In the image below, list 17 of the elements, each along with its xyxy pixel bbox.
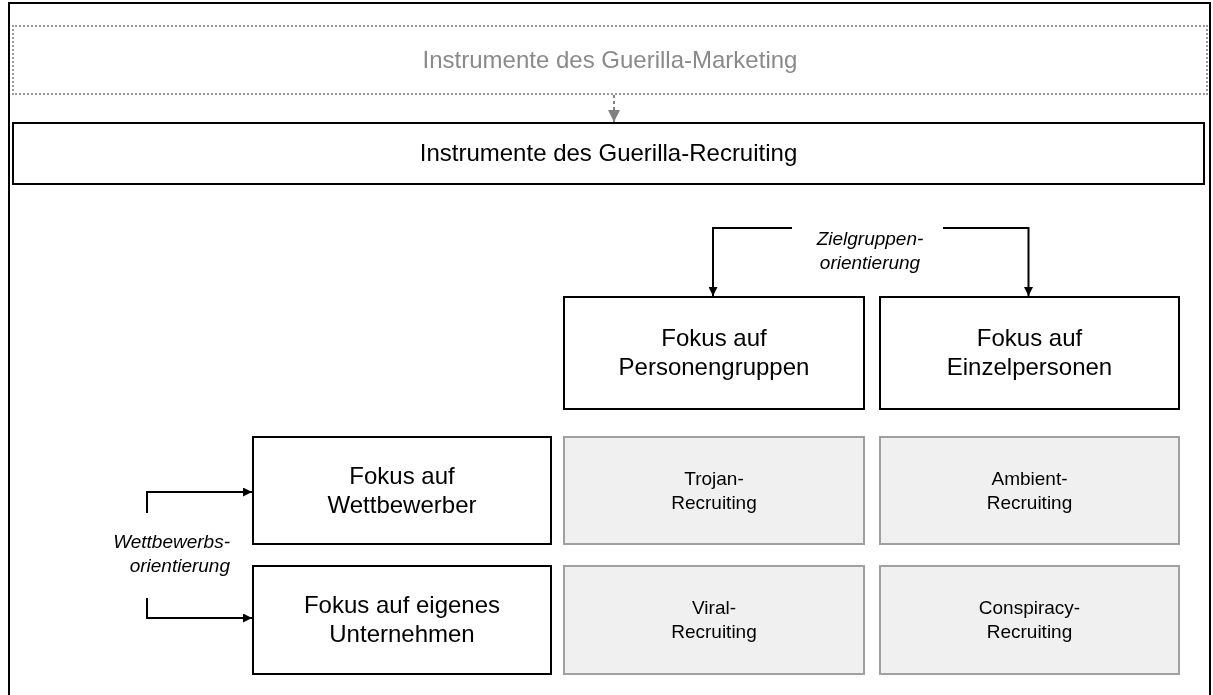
source-box: Instrumente des Guerilla-Marketing bbox=[12, 25, 1208, 95]
dimension-label: Wettbewerbs- orientierung bbox=[112, 530, 230, 578]
category-box: Fokus auf Einzelpersonen bbox=[879, 296, 1180, 410]
arrow bbox=[146, 597, 253, 623]
category-box: Fokus auf Wettbewerber bbox=[252, 436, 552, 545]
instrument-box: Viral- Recruiting bbox=[563, 565, 865, 675]
category-box: Fokus auf Personengruppen bbox=[563, 296, 865, 410]
arrow bbox=[942, 227, 1033, 297]
instrument-box: Conspiracy- Recruiting bbox=[879, 565, 1180, 675]
arrow bbox=[146, 487, 253, 514]
dimension-label: Zielgruppen- orientierung bbox=[815, 227, 925, 275]
instrument-box: Trojan- Recruiting bbox=[563, 436, 865, 545]
arrow bbox=[708, 227, 793, 297]
instrument-box: Ambient- Recruiting bbox=[879, 436, 1180, 545]
arrow bbox=[608, 94, 620, 123]
category-box: Instrumente des Guerilla-Recruiting bbox=[12, 122, 1205, 185]
category-box: Fokus auf eigenes Unternehmen bbox=[252, 565, 552, 675]
